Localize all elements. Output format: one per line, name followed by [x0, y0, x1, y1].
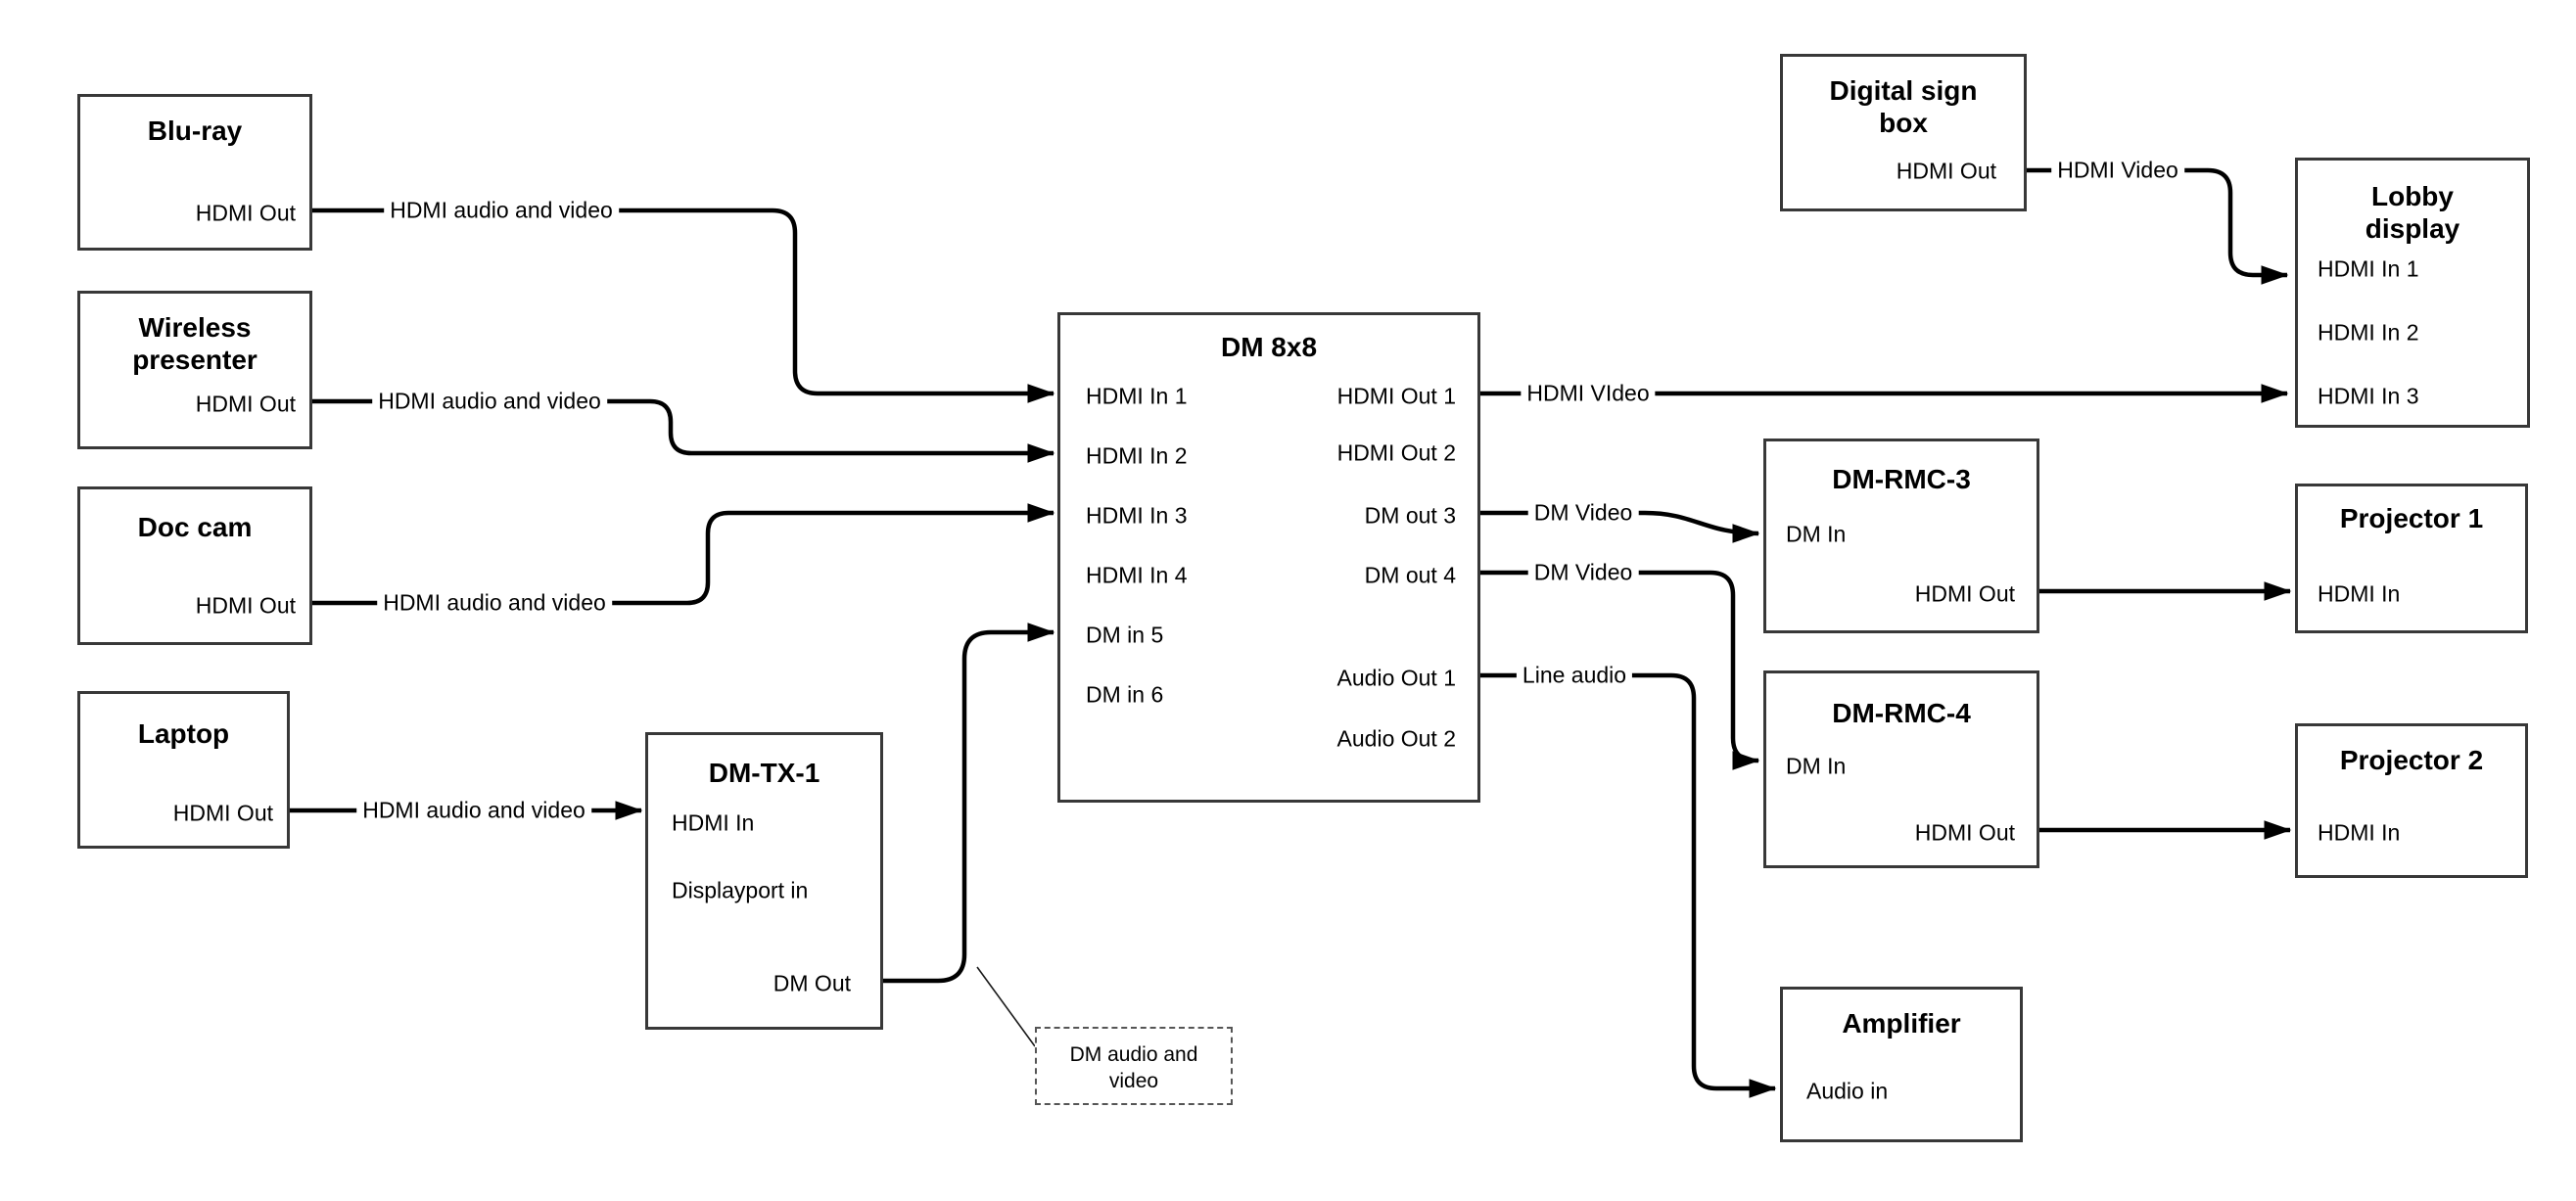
node-dm-rmc-4: DM-RMC-4 DM In HDMI Out: [1763, 670, 2039, 868]
port-hdmi-in-1: HDMI In 1: [2318, 255, 2419, 282]
port-dm-out-4: DM out 4: [1364, 562, 1456, 588]
port-hdmi-in: HDMI In: [2318, 819, 2401, 846]
wire-label-line-audio: Line audio: [1516, 662, 1633, 689]
port-hdmi-in-1: HDMI In 1: [1086, 383, 1188, 409]
node-title: Doc cam: [137, 512, 253, 542]
port-dm-in-6: DM in 6: [1086, 681, 1164, 708]
node-doc-cam: Doc cam HDMI Out: [77, 486, 312, 645]
wire-label-wireless-hdmi-av: HDMI audio and video: [372, 388, 607, 415]
port-hdmi-in-3: HDMI In 3: [2318, 383, 2419, 409]
wire-label-doccam-hdmi-av: HDMI audio and video: [377, 589, 612, 617]
callout-dm-audio-video: DM audio and video: [1035, 1027, 1233, 1105]
port-hdmi-out-2: HDMI Out 2: [1336, 439, 1456, 466]
wire-label-dm-video-out4: DM Video: [1527, 559, 1639, 586]
wire-dmtx1-to-dm8x8-in5: [883, 623, 1055, 984]
node-dm-tx-1: DM-TX-1 HDMI In Displayport in DM Out: [645, 732, 883, 1030]
wire-dm8x8-out4-to-rmc4: [1480, 570, 1760, 770]
node-title: Digital sign box: [1829, 75, 1978, 138]
port-audio-out-1: Audio Out 1: [1336, 665, 1456, 691]
node-title: Laptop: [137, 718, 230, 749]
port-hdmi-in-2: HDMI In 2: [1086, 442, 1188, 469]
port-hdmi-in-4: HDMI In 4: [1086, 562, 1188, 588]
port-displayport-in: Displayport in: [672, 877, 809, 903]
node-laptop: Laptop HDMI Out: [77, 691, 290, 849]
port-audio-in: Audio in: [1806, 1078, 1889, 1104]
node-title: Wireless presenter: [132, 312, 258, 375]
port-dm-out-3: DM out 3: [1364, 502, 1456, 529]
node-title: Amplifier: [1842, 1008, 1961, 1039]
wire-label-bluray-hdmi-av: HDMI audio and video: [384, 197, 619, 224]
port-hdmi-in-2: HDMI In 2: [2318, 319, 2419, 346]
port-dm-in-5: DM in 5: [1086, 622, 1164, 648]
callout-leader-line: [976, 966, 1036, 1047]
node-title: DM-RMC-3: [1832, 464, 1971, 494]
node-projector-2: Projector 2 HDMI In: [2295, 723, 2528, 878]
port-dm-in: DM In: [1786, 521, 1847, 547]
wire-dm8x8-audio1-to-amp: [1480, 672, 1777, 1098]
node-title: DM-RMC-4: [1832, 698, 1971, 728]
port-dm-out: DM Out: [773, 970, 851, 996]
port-hdmi-out: HDMI Out: [172, 800, 273, 826]
node-digital-sign-box: Digital sign box HDMI Out: [1780, 54, 2027, 211]
port-hdmi-out: HDMI Out: [1896, 158, 1996, 184]
wire-label-hdmi-video-out1: HDMI VIdeo: [1521, 380, 1656, 407]
port-hdmi-in: HDMI In: [672, 809, 755, 836]
node-projector-1: Projector 1 HDMI In: [2295, 484, 2528, 633]
wire-label-dm-video-out3: DM Video: [1527, 499, 1639, 527]
node-title: DM-TX-1: [708, 758, 820, 788]
port-hdmi-out: HDMI Out: [195, 391, 296, 417]
wire-bluray-to-dm8x8-in1: [312, 208, 1055, 403]
port-dm-in: DM In: [1786, 753, 1847, 779]
port-hdmi-out: HDMI Out: [1914, 819, 2015, 846]
node-title: Lobby display: [2365, 181, 2460, 244]
node-title: Projector 1: [2339, 503, 2484, 533]
node-blu-ray: Blu-ray HDMI Out: [77, 94, 312, 251]
port-hdmi-out: HDMI Out: [1914, 580, 2015, 607]
port-hdmi-in-3: HDMI In 3: [1086, 502, 1188, 529]
node-lobby-display: Lobby display HDMI In 1 HDMI In 2 HDMI I…: [2295, 158, 2530, 428]
port-hdmi-out: HDMI Out: [195, 592, 296, 619]
node-dm-8x8: DM 8x8 HDMI In 1 HDMI In 2 HDMI In 3 HDM…: [1057, 312, 1480, 803]
wire-label-laptop-hdmi-av: HDMI audio and video: [356, 797, 591, 824]
node-title: Projector 2: [2339, 745, 2484, 775]
wire-doccam-to-dm8x8-in3: [312, 503, 1055, 606]
node-amplifier: Amplifier Audio in: [1780, 987, 2023, 1142]
node-title: DM 8x8: [1220, 332, 1318, 362]
wire-dm8x8-out3-to-rmc3: [1480, 510, 1760, 543]
node-title: Blu-ray: [147, 115, 243, 146]
node-dm-rmc-3: DM-RMC-3 DM In HDMI Out: [1763, 439, 2039, 633]
wire-digitalsign-to-lobby-in1: [2027, 167, 2289, 285]
port-hdmi-out: HDMI Out: [195, 200, 296, 226]
port-hdmi-out-1: HDMI Out 1: [1336, 383, 1456, 409]
wire-label-digitalsign-hdmi-video: HDMI Video: [2051, 157, 2184, 184]
node-wireless-presenter: Wireless presenter HDMI Out: [77, 291, 312, 449]
wire-wireless-to-dm8x8-in2: [312, 398, 1055, 463]
port-audio-out-2: Audio Out 2: [1336, 725, 1456, 752]
port-hdmi-in: HDMI In: [2318, 580, 2401, 607]
